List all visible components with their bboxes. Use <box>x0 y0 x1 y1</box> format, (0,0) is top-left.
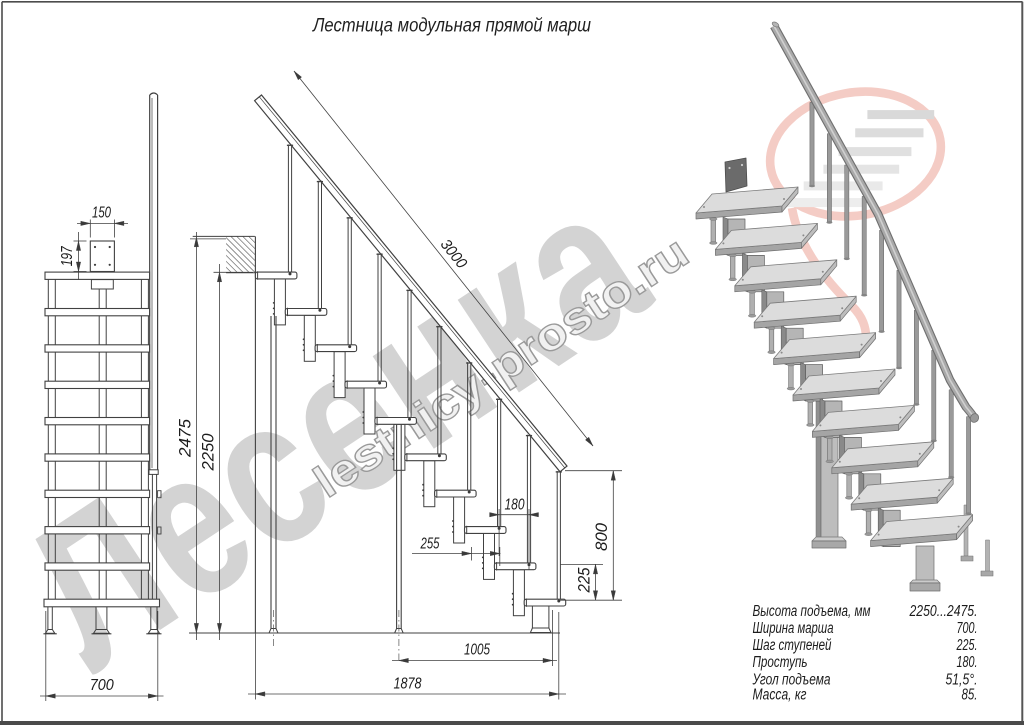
svg-text:Проступь: Проступь <box>753 654 808 671</box>
svg-text:2250...2475.: 2250...2475. <box>909 603 978 620</box>
svg-text:Масса, кг: Масса, кг <box>753 686 807 703</box>
svg-text:Лестница модульная прямой марш: Лестница модульная прямой марш <box>311 16 591 37</box>
svg-text:150: 150 <box>92 205 111 222</box>
svg-text:197: 197 <box>59 245 76 266</box>
svg-text:700.: 700. <box>957 620 978 637</box>
svg-text:Высота подъема, мм: Высота подъема, мм <box>753 603 871 620</box>
svg-text:1878: 1878 <box>394 676 422 693</box>
svg-text:225: 225 <box>576 567 594 594</box>
svg-text:Шаг ступеней: Шаг ступеней <box>753 637 832 654</box>
svg-text:1005: 1005 <box>464 642 490 659</box>
svg-text:180.: 180. <box>957 654 978 671</box>
svg-text:180: 180 <box>505 497 525 514</box>
svg-text:700: 700 <box>90 677 114 694</box>
svg-text:2475: 2475 <box>177 418 195 458</box>
svg-text:Угол подъема: Угол подъема <box>752 671 831 688</box>
svg-text:Ширина марша: Ширина марша <box>753 620 834 637</box>
svg-text:51,5°.: 51,5°. <box>946 671 978 688</box>
svg-text:2250: 2250 <box>200 433 218 472</box>
svg-text:225.: 225. <box>956 637 978 654</box>
svg-text:85.: 85. <box>962 686 978 703</box>
svg-text:800: 800 <box>593 522 611 551</box>
svg-text:255: 255 <box>420 536 440 553</box>
